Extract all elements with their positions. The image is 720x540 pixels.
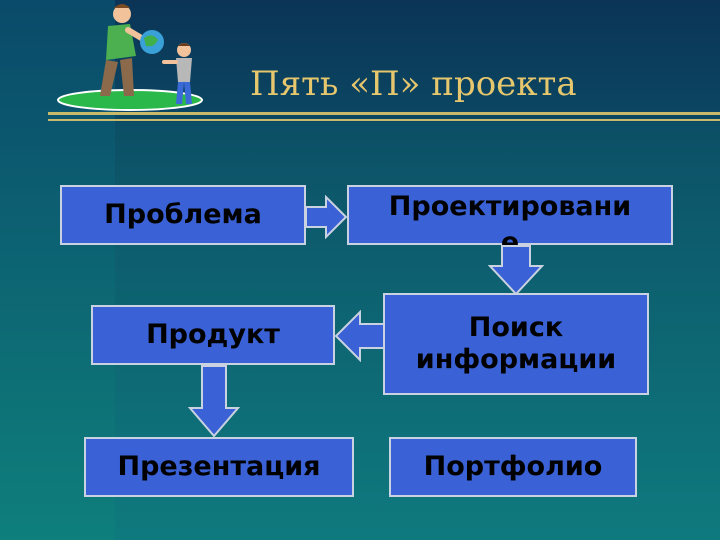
arrow-right-icon <box>305 195 348 239</box>
box-product: Продукт <box>91 305 335 365</box>
box-problem: Проблема <box>60 185 306 245</box>
arrow-left-icon <box>334 310 385 362</box>
box-presentation: Презентация <box>84 437 354 497</box>
arrow-down-icon <box>488 245 544 296</box>
father-child-globe-clipart-icon <box>57 4 203 111</box>
box-search: Поиск информации <box>383 293 649 395</box>
slide-title: Пять «П» проекта <box>250 64 577 104</box>
arrow-down-icon-2 <box>188 365 240 438</box>
title-rule-bottom <box>48 119 720 121</box>
box-design: Проектировани е <box>347 185 673 258</box>
box-portfolio: Портфолио <box>389 437 637 497</box>
title-area <box>115 0 720 122</box>
title-rule-top <box>48 112 720 115</box>
